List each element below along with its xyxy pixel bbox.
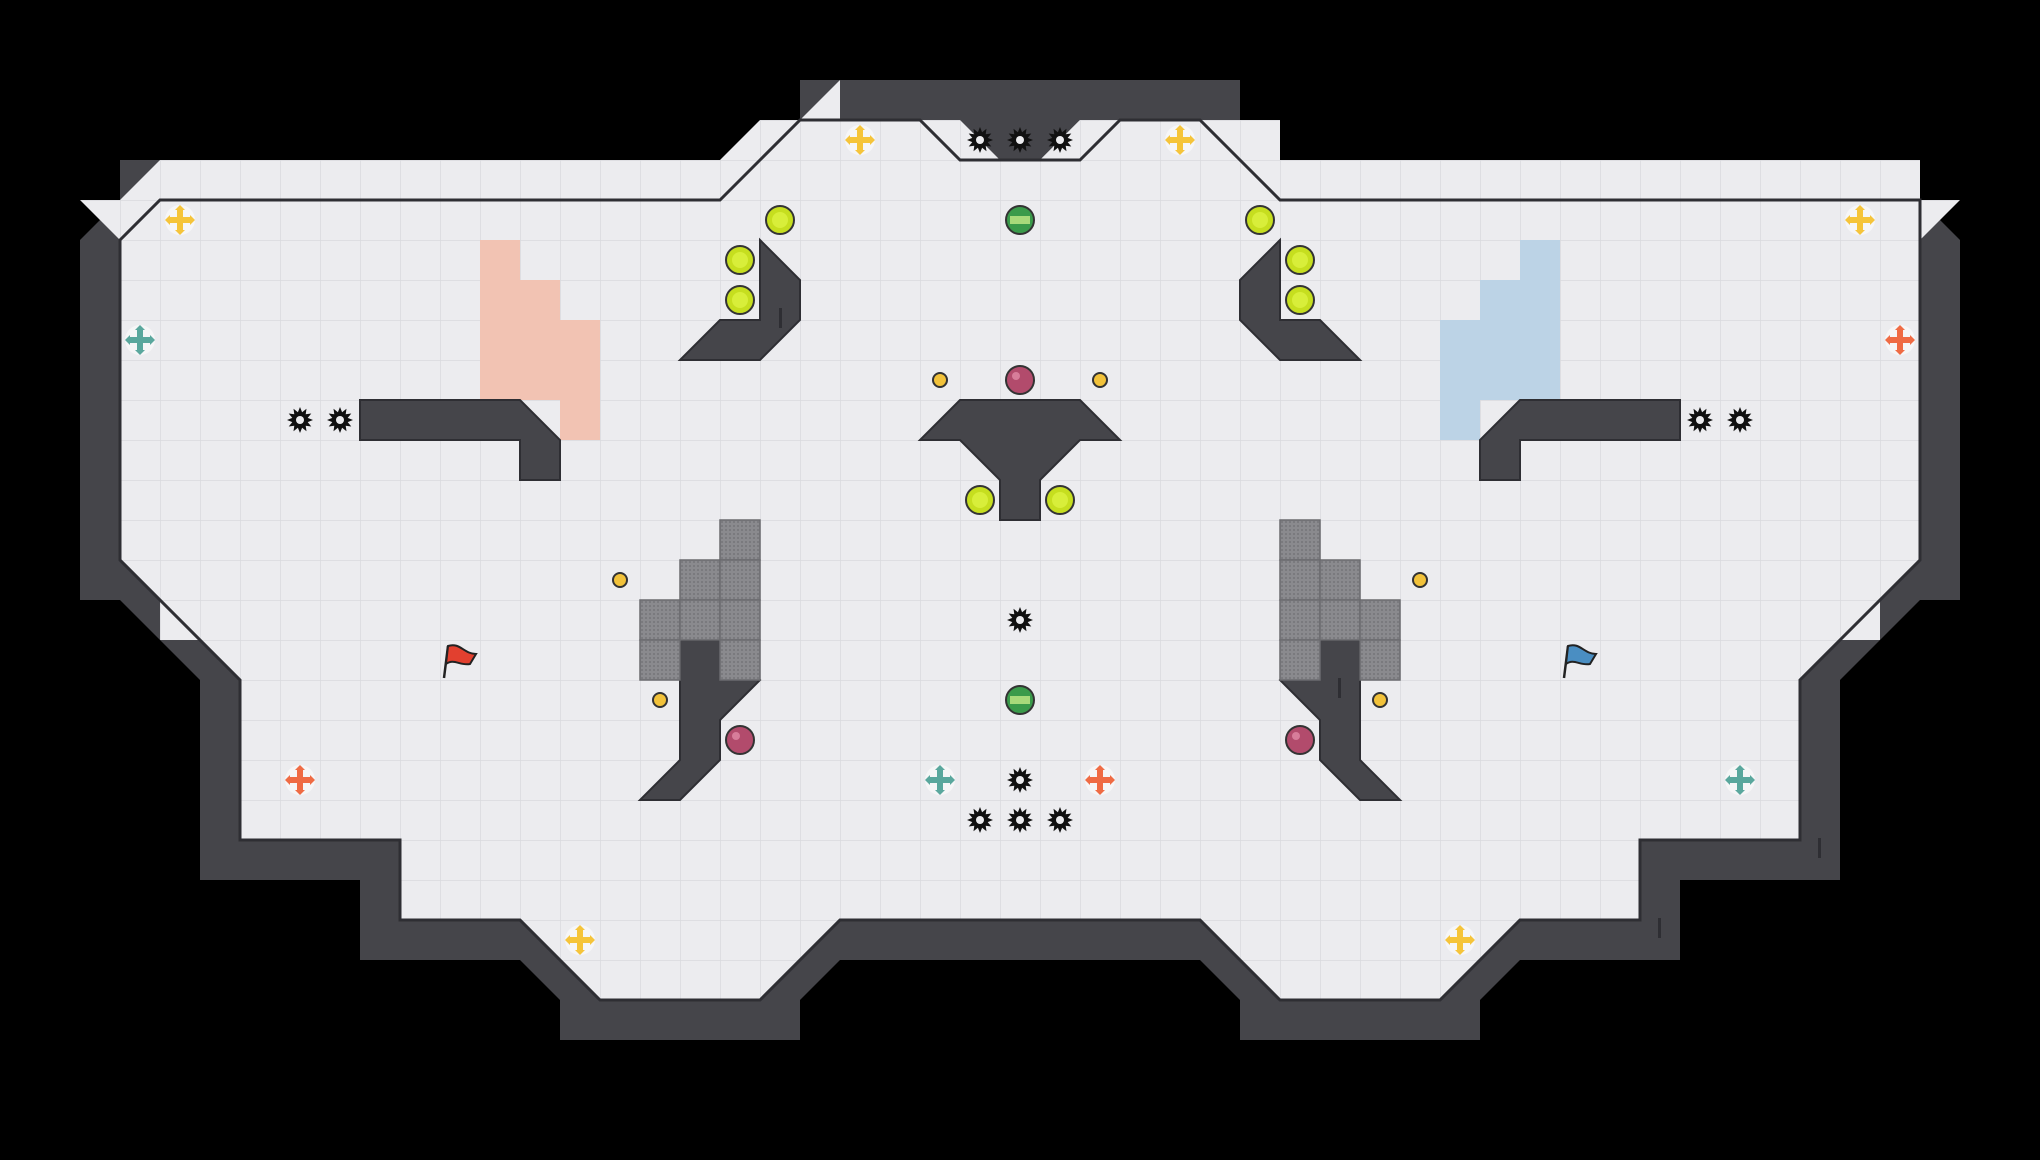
spike-icon <box>967 127 993 153</box>
wall-top-left-corner <box>677 237 801 361</box>
juke-juice-icon <box>1005 205 1035 235</box>
bomb-icon <box>765 205 795 235</box>
spike-icon <box>967 807 993 833</box>
boost-blue-icon <box>925 765 955 795</box>
red-flag-icon[interactable] <box>442 644 478 679</box>
blue-flag-icon[interactable] <box>1562 644 1598 679</box>
bomb-icon <box>1045 485 1075 515</box>
boost-neutral-icon <box>845 125 875 155</box>
red-team-zone <box>480 240 600 440</box>
boost-neutral-icon <box>1845 205 1875 235</box>
boost-red-icon <box>1885 325 1915 355</box>
wall-center-funnel <box>917 399 1123 521</box>
gate-left <box>639 519 761 681</box>
bomb-icon <box>1245 205 1275 235</box>
spike-icon <box>287 407 313 433</box>
powerup-icon <box>1285 725 1315 755</box>
gate-right <box>1279 519 1401 681</box>
boost-blue-icon <box>125 325 155 355</box>
spike-icon <box>1727 407 1753 433</box>
gate-button-icon <box>932 372 948 388</box>
gate-button-icon <box>612 572 628 588</box>
boost-blue-icon <box>1725 765 1755 795</box>
boost-neutral-icon <box>565 925 595 955</box>
spike-icon <box>327 407 353 433</box>
spike-icon <box>1047 127 1073 153</box>
spike-icon <box>1007 767 1033 793</box>
juke-juice-icon <box>1005 685 1035 715</box>
blue-team-zone <box>1440 240 1560 440</box>
bomb-icon <box>965 485 995 515</box>
bomb-icon <box>1285 245 1315 275</box>
spike-icon <box>1007 607 1033 633</box>
wall-marker <box>1658 918 1661 938</box>
gate-button-icon <box>1412 572 1428 588</box>
spike-icon <box>1687 407 1713 433</box>
spike-icon <box>1007 127 1033 153</box>
powerup-icon <box>725 725 755 755</box>
bomb-icon <box>1285 285 1315 315</box>
gate-button-icon <box>652 692 668 708</box>
boost-red-icon <box>1085 765 1115 795</box>
wall-top-right-corner <box>1239 237 1363 361</box>
bomb-icon <box>725 285 755 315</box>
wall-marker <box>1818 838 1821 858</box>
bomb-icon <box>725 245 755 275</box>
boost-red-icon <box>285 765 315 795</box>
gate-button-icon <box>1372 692 1388 708</box>
spike-icon <box>1007 807 1033 833</box>
powerup-icon <box>1005 365 1035 395</box>
boost-neutral-icon <box>165 205 195 235</box>
spike-icon <box>1047 807 1073 833</box>
gate-button-icon <box>1092 372 1108 388</box>
inner-walls <box>359 237 1681 801</box>
wall-right-ledge <box>1479 399 1681 481</box>
boost-neutral-icon <box>1165 125 1195 155</box>
wall-marker <box>779 308 782 328</box>
wall-marker <box>1338 678 1341 698</box>
wall-left-ledge <box>359 399 561 481</box>
outer-wall-edge <box>118 118 1922 1002</box>
boost-neutral-icon <box>1445 925 1475 955</box>
